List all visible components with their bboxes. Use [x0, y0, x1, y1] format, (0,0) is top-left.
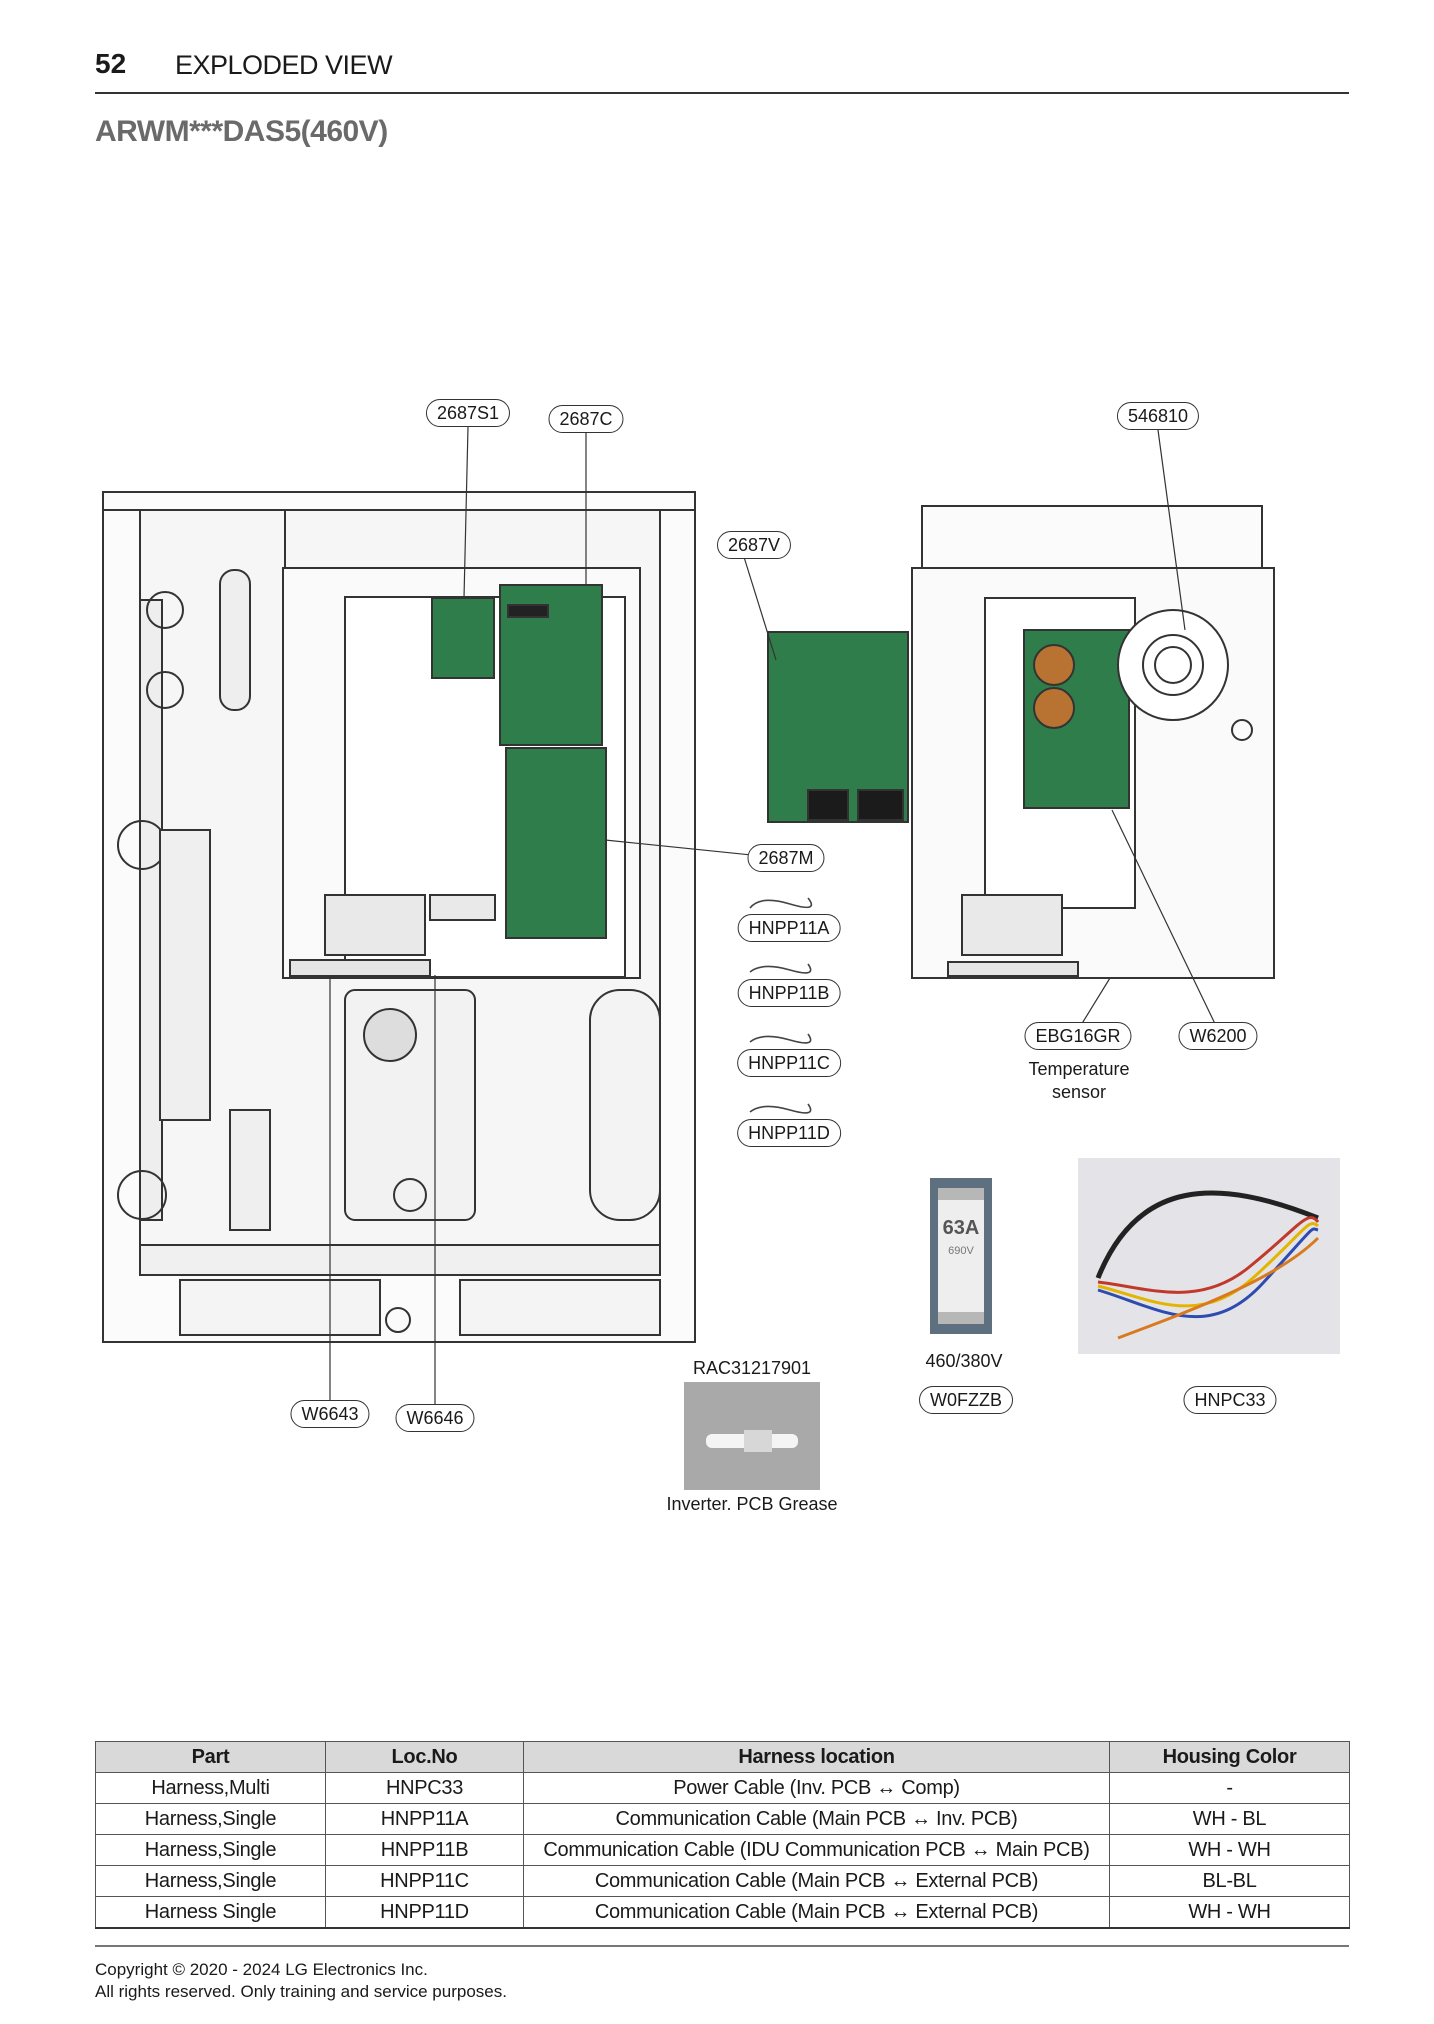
section-title: EXPLODED VIEW	[175, 50, 393, 80]
cell-part: Harness,Single	[95, 1865, 326, 1897]
callout-W6200: W6200	[1178, 1022, 1258, 1050]
fuse-volt-marking: 690V	[948, 1245, 974, 1257]
cell-housing-color: WH - WH	[1109, 1834, 1350, 1866]
exploded-view-diagram	[102, 426, 1275, 1422]
callout-546810: 546810	[1116, 402, 1200, 430]
callout-EBG16GR: EBG16GR	[1024, 1022, 1132, 1050]
temperature-sensor-caption-line2: sensor	[1051, 1082, 1107, 1102]
rights-line: All rights reserved. Only training and s…	[95, 1982, 507, 2001]
cell-harness-location: Communication Cable (Main PCB ↔ External…	[523, 1896, 1110, 1929]
cell-housing-color: WH - BL	[1109, 1803, 1350, 1835]
cell-housing-color: -	[1109, 1772, 1350, 1804]
cell-loc-no: HNPP11C	[325, 1865, 524, 1897]
fuse-photo: 63A 690V	[930, 1178, 992, 1334]
page-number: 52	[95, 48, 127, 79]
callout-HNPP11B: HNPP11B	[737, 979, 841, 1007]
cell-harness-location: Communication Cable (Main PCB ↔ Inv. PCB…	[523, 1803, 1110, 1835]
temperature-sensor-caption-line1: Temperature	[1028, 1059, 1130, 1079]
fuse-amp-marking: 63A	[943, 1217, 980, 1239]
callout-2687V: 2687V	[716, 531, 792, 559]
column-header-loc-no: Loc.No	[325, 1741, 524, 1773]
cell-harness-location: Power Cable (Inv. PCB ↔ Comp)	[523, 1772, 1110, 1804]
cell-part: Harness,Multi	[95, 1772, 326, 1804]
callout-2687S1: 2687S1	[425, 399, 511, 427]
cell-housing-color: BL-BL	[1109, 1865, 1350, 1897]
table-row: Harness Single HNPP11D Communication Cab…	[95, 1896, 1350, 1929]
table-header-row: Part Loc.No Harness location Housing Col…	[95, 1741, 1350, 1773]
callout-HNPP11A: HNPP11A	[737, 914, 841, 942]
callout-HNPP11D: HNPP11D	[737, 1119, 841, 1147]
cell-housing-color: WH - WH	[1109, 1896, 1350, 1929]
pcb-grease-photo	[684, 1382, 820, 1490]
column-header-harness-location: Harness location	[523, 1741, 1110, 1773]
cell-part: Harness,Single	[95, 1834, 326, 1866]
cell-harness-location: Communication Cable (IDU Communication P…	[523, 1834, 1110, 1866]
copyright-line: Copyright © 2020 - 2024 LG Electronics I…	[95, 1960, 428, 1979]
header-divider	[95, 92, 1349, 94]
external-unit-cabinet	[911, 505, 1275, 979]
table-row: Harness,Multi HNPC33 Power Cable (Inv. P…	[95, 1772, 1350, 1804]
grease-caption: Inverter. PCB Grease	[666, 1494, 838, 1514]
column-header-housing-color: Housing Color	[1109, 1741, 1350, 1773]
table-row: Harness,Single HNPP11B Communication Cab…	[95, 1834, 1350, 1866]
callout-2687C: 2687C	[548, 405, 624, 433]
callout-W0FZZB: W0FZZB	[919, 1386, 1013, 1414]
table-row: Harness,Single HNPP11A Communication Cab…	[95, 1803, 1350, 1835]
callout-HNPC33: HNPC33	[1183, 1386, 1277, 1414]
callout-2687M: 2687M	[747, 844, 825, 872]
callout-W6643: W6643	[290, 1400, 370, 1428]
grease-part-number: RAC31217901	[692, 1358, 812, 1378]
fuse-voltage-caption: 460/380V	[925, 1351, 1003, 1371]
power-harness-photo	[1078, 1158, 1340, 1354]
callout-W6646: W6646	[395, 1404, 475, 1432]
cell-loc-no: HNPP11B	[325, 1834, 524, 1866]
column-header-part: Part	[95, 1741, 326, 1773]
cell-loc-no: HNPC33	[325, 1772, 524, 1804]
cell-part: Harness,Single	[95, 1803, 326, 1835]
cell-loc-no: HNPP11D	[325, 1896, 524, 1929]
cell-harness-location: Communication Cable (Main PCB ↔ External…	[523, 1865, 1110, 1897]
table-row: Harness,Single HNPP11C Communication Cab…	[95, 1865, 1350, 1897]
cell-loc-no: HNPP11A	[325, 1803, 524, 1835]
cell-part: Harness Single	[95, 1896, 326, 1929]
callout-HNPP11C: HNPP11C	[737, 1049, 841, 1077]
copyright-notice: Copyright © 2020 - 2024 LG Electronics I…	[95, 1959, 507, 2003]
footer-divider	[95, 1945, 1349, 1947]
model-title: ARWM***DAS5(460V)	[95, 115, 388, 148]
harness-parts-table: Part Loc.No Harness location Housing Col…	[95, 1741, 1350, 1929]
